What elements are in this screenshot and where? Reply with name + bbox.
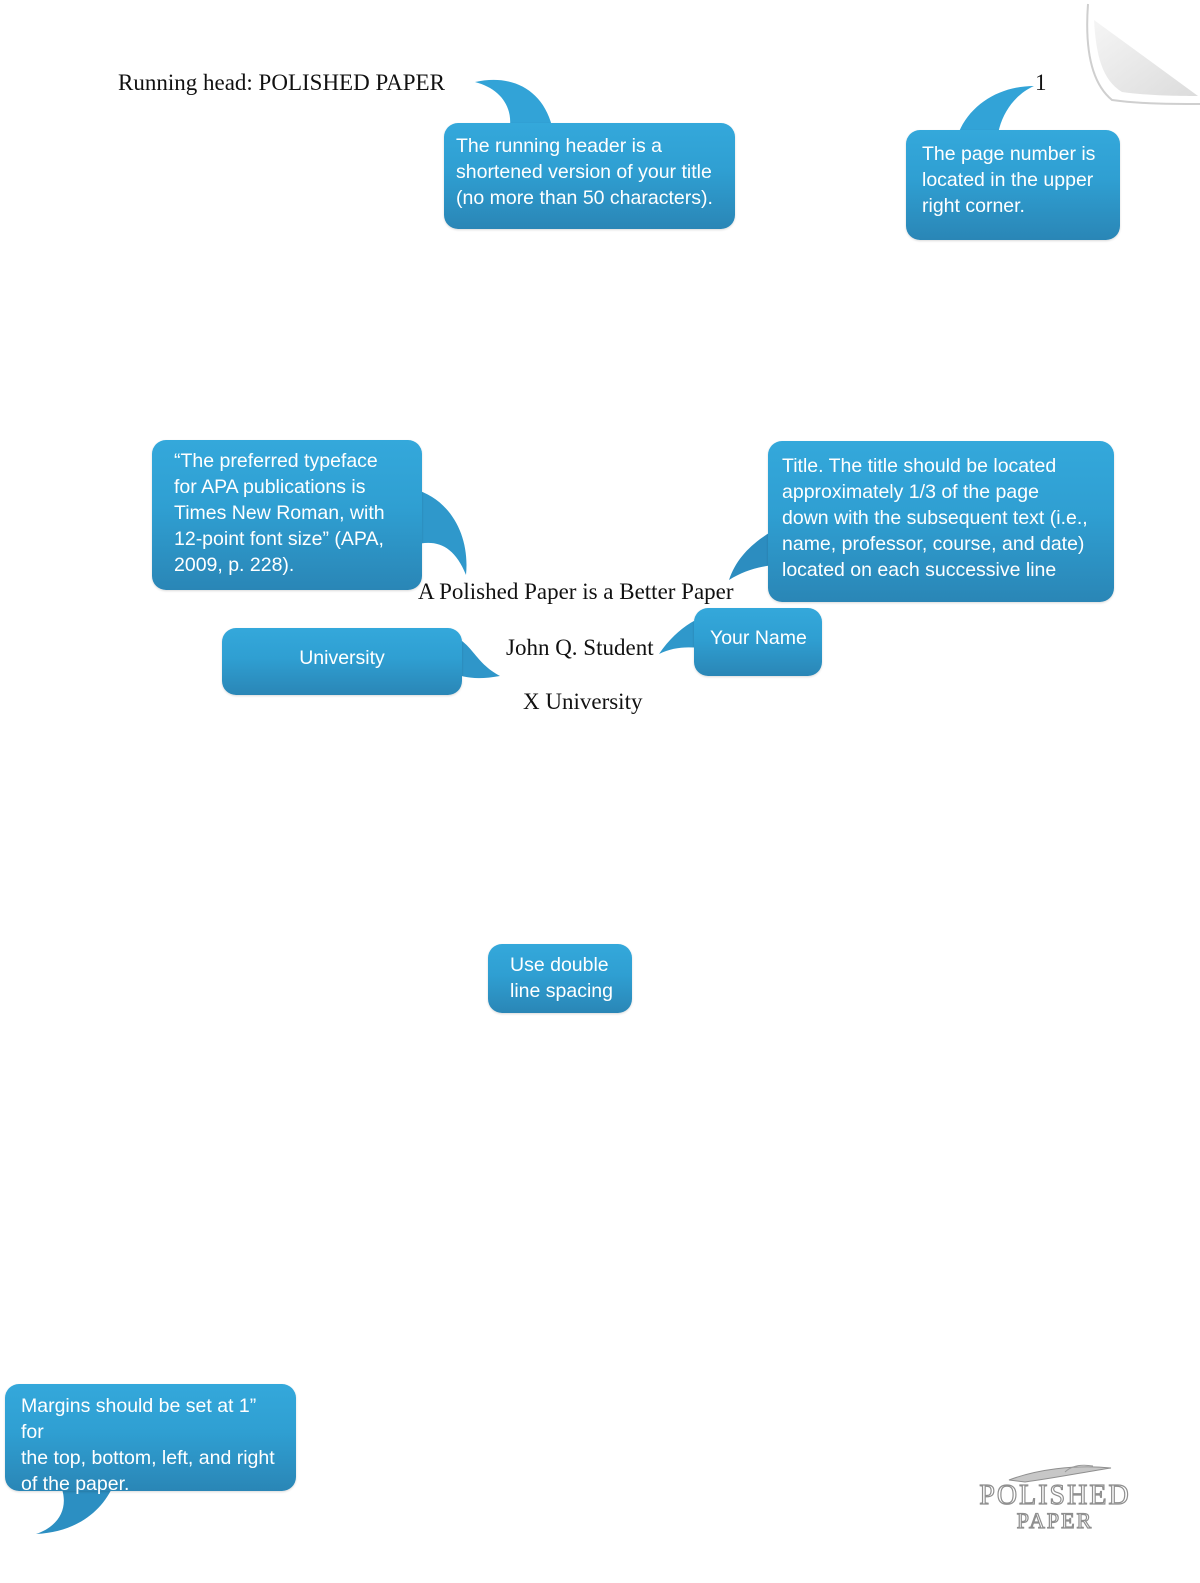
callout-line: right corner. [922, 195, 1025, 217]
institution-name: X University [523, 689, 643, 714]
callout-line: of the paper. [21, 1473, 130, 1495]
running-head: Running head: POLISHED PAPER [118, 70, 445, 95]
callout-line: Use double [510, 954, 609, 976]
callout-line: located in the upper [922, 169, 1094, 191]
callout-line: Margins should be set at 1” for [21, 1395, 257, 1443]
callout-line: 12-point font size” (APA, [174, 528, 384, 550]
callout-line: 2009, p. 228). [174, 554, 295, 576]
callout-line: University [299, 647, 385, 669]
callout-typeface: “The preferred typeface for APA publicat… [152, 440, 422, 590]
callout-line: down with the subsequent text (i.e., [782, 507, 1088, 529]
callout-line: for APA publications is [174, 476, 366, 498]
callout-title: Title. The title should be located appro… [768, 441, 1114, 602]
author-name: John Q. Student [506, 635, 654, 660]
callout-line: The page number is [922, 143, 1096, 165]
callout-your-name: Your Name [694, 608, 822, 676]
callout-line: line spacing [510, 980, 613, 1002]
callout-line-spacing: Use double line spacing [488, 944, 632, 1013]
callout-line: shortened version of your title [456, 161, 712, 183]
callout-margins: Margins should be set at 1” for the top,… [5, 1384, 296, 1495]
callout-line: located on each successive line [782, 559, 1057, 581]
callout-tail-typeface [414, 489, 467, 575]
callout-line: Times New Roman, with [174, 502, 385, 524]
callout-tail-margins [36, 1484, 114, 1534]
callout-page-number: The page number is located in the upper … [906, 130, 1120, 240]
callout-line: approximately 1/3 of the page [782, 481, 1039, 503]
callout-line: “The preferred typeface [174, 450, 378, 472]
callout-running-header: The running header is a shortened versio… [444, 123, 735, 229]
callout-tail-page-number [958, 86, 1034, 134]
logo-word-polished: POLISHED [979, 1479, 1131, 1511]
callout-line: the top, bottom, left, and right [21, 1447, 275, 1469]
quill-icon [1008, 1464, 1112, 1483]
callout-line: (no more than 50 characters). [456, 187, 713, 209]
callout-tail-running-header [475, 79, 552, 126]
callout-line: Title. The title should be located [782, 455, 1057, 477]
callout-tail-university [452, 636, 500, 679]
callout-line: The running header is a [456, 135, 662, 157]
polished-paper-logo: POLISHED PAPER [960, 1462, 1150, 1542]
page-number: 1 [1035, 70, 1047, 95]
paper-title: A Polished Paper is a Better Paper [418, 579, 734, 604]
page-curl-decoration [1086, 0, 1200, 105]
callout-line: Your Name [710, 627, 807, 649]
callout-university: University [222, 628, 462, 695]
callout-line: name, professor, course, and date) [782, 533, 1085, 555]
logo-word-paper: PAPER [1016, 1507, 1094, 1533]
